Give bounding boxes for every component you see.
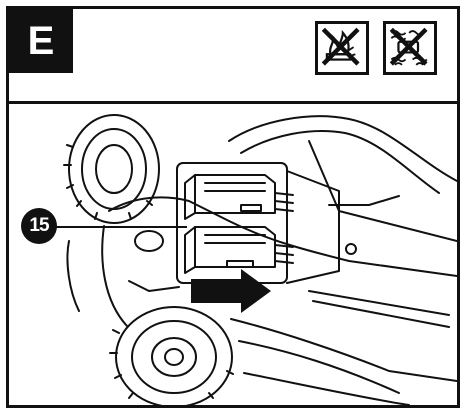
no-water-immersion-icon xyxy=(383,21,437,75)
insert-direction-arrow xyxy=(191,269,271,313)
lawn-mower-battery-compartment-icon xyxy=(53,114,458,408)
figure-header: E xyxy=(9,9,457,104)
callout-15: 15 xyxy=(21,208,57,244)
no-fire-icon xyxy=(315,21,369,75)
front-wheel xyxy=(109,306,234,408)
battery-upper xyxy=(184,174,294,220)
battery-lower xyxy=(184,226,294,274)
figure-tag: E xyxy=(9,9,73,73)
mower-illustration xyxy=(9,101,458,408)
rear-wheel xyxy=(63,114,160,224)
figure-frame: E xyxy=(6,6,460,408)
